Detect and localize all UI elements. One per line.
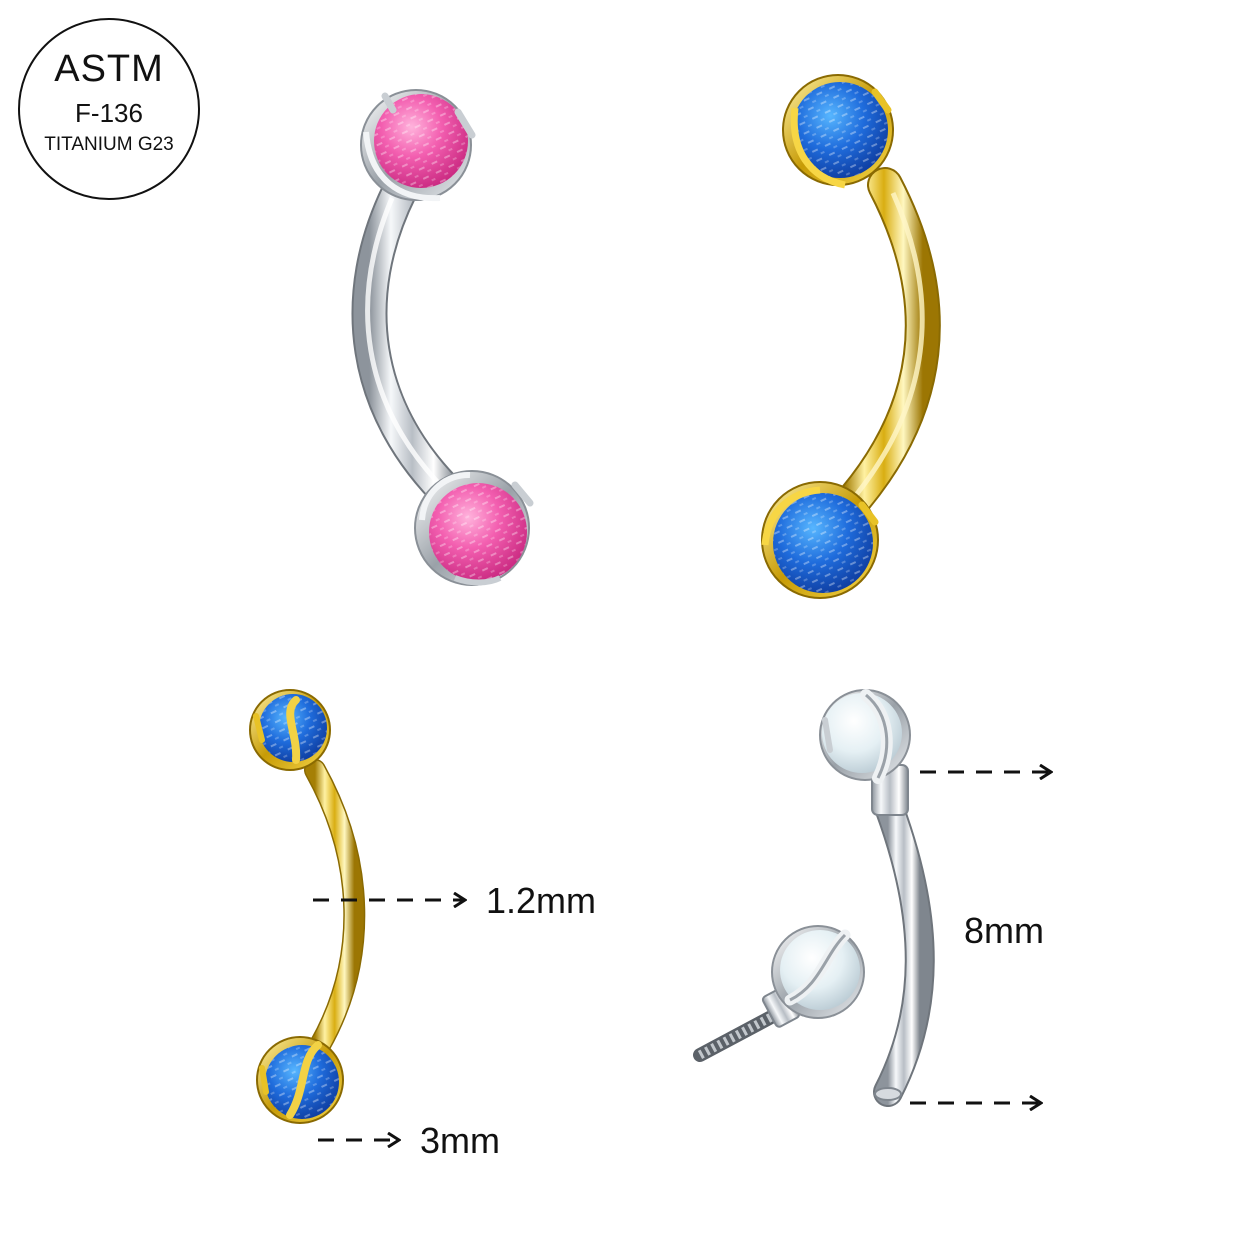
thickness-label: 1.2mm (486, 880, 597, 921)
top-ball-blue-opal (782, 74, 894, 189)
product-gold-blue-detail (249, 689, 366, 1124)
length-label: 8mm (964, 910, 1044, 951)
dimension-arrows (313, 772, 1050, 1140)
ball-size-label: 3mm (420, 1120, 500, 1161)
badge-line-astm: ASTM (54, 48, 164, 90)
top-ball-white-opal (819, 689, 911, 816)
bottom-ball-small-blue-opal (256, 1036, 344, 1124)
badge-line-material: TITANIUM G23 (44, 134, 174, 155)
bottom-ball-blue-opal (761, 481, 879, 599)
thread-pin (693, 1008, 782, 1062)
product-gold-blue (761, 74, 941, 599)
bottom-ball-pink-opal (414, 470, 534, 586)
top-ball-pink-opal (360, 89, 476, 202)
badge-line-standard: F-136 (75, 98, 143, 128)
product-silver-pink (351, 89, 534, 586)
threaded-ball-white-opal (693, 925, 865, 1062)
top-ball-small-blue-opal (249, 689, 331, 771)
product-silver-white (693, 689, 935, 1107)
astm-badge: ASTM F-136 TITANIUM G23 (18, 18, 200, 200)
